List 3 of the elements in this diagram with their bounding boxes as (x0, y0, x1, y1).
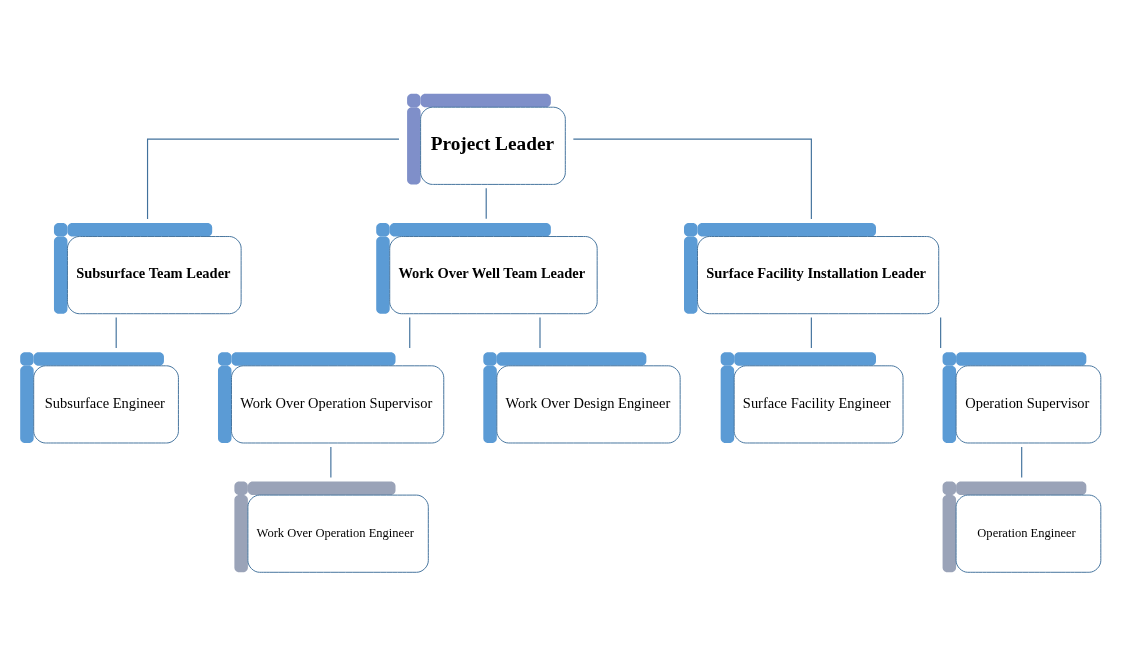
node-text: Work Over Well Team Leader (398, 264, 586, 281)
node-text: Subsurface Team Leader (76, 264, 231, 281)
node-text: Surface Facility Installation Leader (706, 264, 927, 281)
